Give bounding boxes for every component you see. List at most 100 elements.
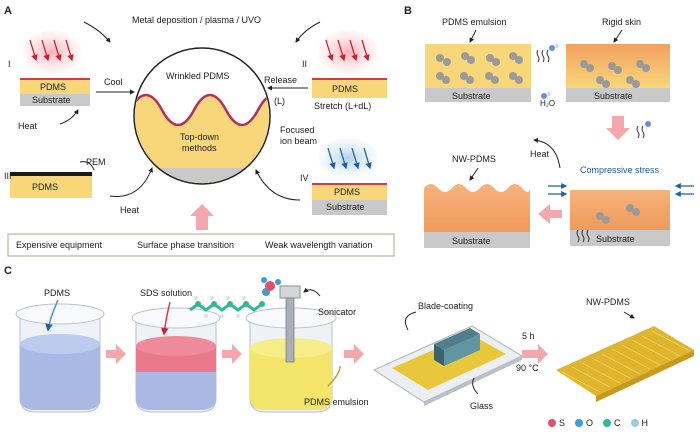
sds-molecule	[189, 277, 281, 318]
pdms-layer-i	[20, 80, 90, 94]
b-heat-arrow	[533, 137, 561, 169]
b-h2o: H₂O	[540, 99, 556, 108]
b-substrate-4: Substrate	[452, 236, 491, 246]
b-water-1	[541, 44, 559, 99]
pdms-layer-iv	[312, 185, 387, 200]
a-roman-1: I	[8, 59, 11, 69]
c-legend: S O C H	[548, 418, 648, 428]
panel-label-c: C	[4, 265, 12, 277]
b-rigid-skin: Rigid skin	[602, 17, 642, 27]
jar-1-pdms	[20, 344, 100, 410]
b-water-2	[645, 121, 651, 127]
blade-top	[434, 328, 480, 350]
a-pem: PEM	[86, 157, 106, 167]
a-substrate-i: Substrate	[32, 95, 71, 105]
jar-1-surface	[20, 334, 100, 354]
panel-label-a: A	[4, 5, 12, 17]
c-sonicator: Sonicator	[318, 307, 357, 317]
a-box-item-3: Weak wavelength variation	[265, 240, 373, 250]
glow-red-i	[22, 30, 82, 74]
b1-pointer	[469, 29, 477, 43]
pem-pointer	[79, 161, 95, 171]
glow-blue-iv	[318, 138, 378, 178]
b2-particles	[580, 60, 650, 88]
a-stretch: Stretch (L+dL)	[314, 101, 372, 111]
c-sds: SDS solution	[140, 288, 193, 298]
b-compressive: Compressive stress	[580, 165, 660, 175]
jar-1-rim	[15, 303, 105, 325]
legend-item-h: H	[630, 418, 648, 428]
a-roman-4: IV	[300, 173, 309, 183]
a-roman-2: II	[302, 59, 308, 69]
blade-front	[444, 334, 480, 366]
b1-particles	[436, 52, 523, 84]
a-substrate-iv: Substrate	[326, 202, 365, 212]
arrow-top-right	[295, 21, 321, 43]
compressive-arrows	[548, 183, 694, 197]
pink-up-arrow	[190, 204, 214, 230]
a-release-l: (L)	[274, 96, 285, 106]
a-pdms-iii: PDMS	[32, 182, 59, 192]
emulsion-pointer	[327, 365, 341, 387]
legend-dot-h	[630, 419, 639, 427]
a-box-item-1: Expensive equipment	[16, 240, 103, 250]
c-arrow-2	[222, 344, 242, 364]
b2-substrate	[566, 88, 670, 102]
b2-pointer	[613, 29, 623, 43]
b1-substrate	[425, 88, 531, 102]
glass-pointer	[472, 377, 479, 395]
c-pdms: PDMS	[44, 288, 71, 298]
a-focused: Focused	[280, 125, 315, 135]
c-arrow-1	[106, 344, 126, 364]
nw-wrinkles	[561, 330, 691, 393]
skin-layer-ii	[312, 78, 387, 80]
legend-item-o: O	[575, 418, 593, 428]
b3-pdms	[570, 190, 670, 230]
c-time: 5 h	[522, 331, 535, 341]
b3-particles	[596, 204, 640, 224]
c-nw-pdms: NW-PDMS	[586, 297, 630, 307]
legend-dot-c	[603, 419, 612, 427]
jar-2-pdms	[136, 370, 216, 410]
legend-label-o: O	[586, 418, 594, 428]
b3-substrate	[570, 230, 670, 246]
b-heat-waves-1	[536, 49, 550, 63]
legend-label-c: C	[614, 418, 621, 428]
a-top-down-2: methods	[182, 143, 217, 153]
arrow-iv	[255, 169, 301, 201]
b-pink-down-arrow	[606, 116, 630, 140]
ion-beam-arrows	[327, 147, 372, 170]
jar-2-arrow	[161, 301, 171, 336]
b-substrate-1: Substrate	[452, 91, 491, 101]
a-box-item-2: Surface phase transition	[137, 240, 235, 250]
legend-label-s: S	[559, 418, 566, 428]
a-heat-bottom: Heat	[120, 205, 140, 215]
nw-plate-top	[556, 326, 694, 396]
jar-2-rim	[131, 307, 221, 329]
legend-item-c: C	[603, 418, 621, 428]
c-glass: Glass	[470, 401, 494, 411]
b4-pointer	[469, 167, 479, 181]
heat-arrow-i	[59, 109, 79, 125]
blade-pointer	[404, 311, 417, 331]
nw-plate-edge	[596, 350, 694, 402]
skin-layer-i	[20, 78, 90, 80]
a-pdms-ii: PDMS	[332, 84, 359, 94]
a-pdms-iv: PDMS	[334, 187, 361, 197]
sonicator-probe	[285, 297, 295, 363]
b4-substrate	[424, 232, 530, 248]
panel-c	[15, 277, 694, 413]
b-heat-waves-3	[576, 229, 590, 243]
a-release: Release	[264, 75, 298, 85]
glow-red-ii	[318, 30, 378, 74]
b-substrate-3: Substrate	[596, 234, 635, 244]
legend-dot-s	[548, 419, 556, 427]
a-ion-beam: ion beam	[280, 136, 318, 146]
panel-label-b: B	[404, 5, 412, 17]
b4-nw-pdms	[424, 184, 530, 232]
substrate-layer-iv	[312, 200, 387, 215]
a-pdms-i: PDMS	[40, 82, 67, 92]
b-pdms-emulsion: PDMS emulsion	[442, 17, 507, 27]
